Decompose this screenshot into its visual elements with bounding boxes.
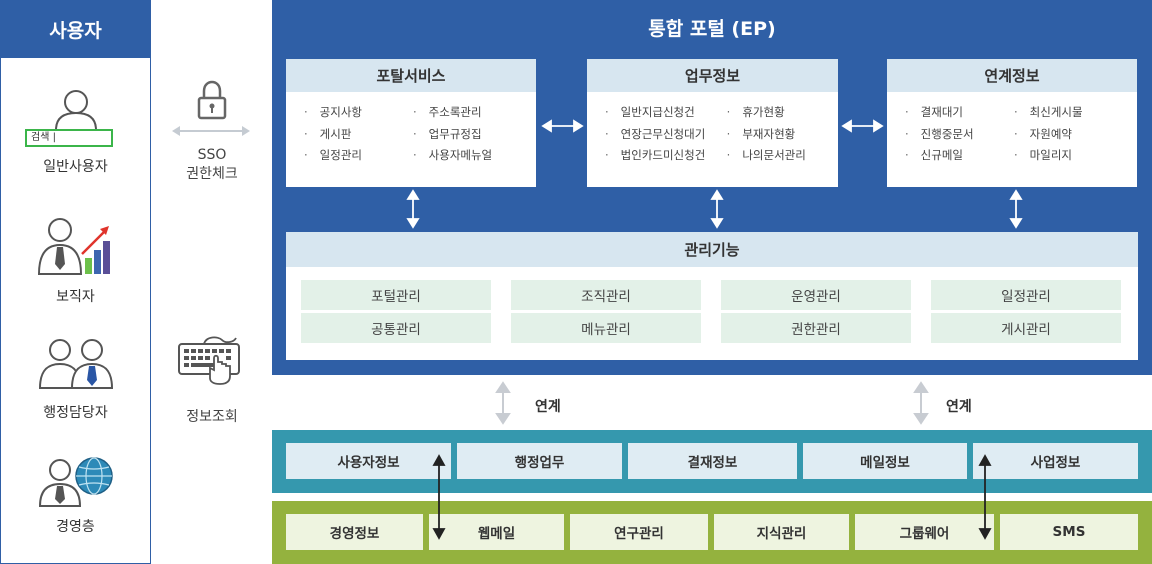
research-cell: 연구관리 — [570, 514, 708, 550]
info-lookup-label: 정보조회 — [186, 409, 238, 425]
mgmt-permission: 권한관리 — [721, 313, 911, 343]
mgmt-organization: 조직관리 — [511, 280, 701, 310]
list-item: 게시판 — [304, 124, 413, 146]
list-item: 사용자메뉴얼 — [413, 145, 522, 167]
list-item: 마일리지 — [1014, 145, 1123, 167]
manager-icon — [37, 218, 110, 275]
executive-label: 경영층 — [56, 519, 95, 535]
approval-info-cell: 결재정보 — [628, 443, 797, 479]
list-item: 나의문서관리 — [727, 145, 824, 167]
manager-label: 보직자 — [56, 289, 95, 305]
list-item: 휴가현황 — [727, 102, 824, 124]
knowledge-cell: 지식관리 — [714, 514, 849, 550]
mgmt-board: 게시관리 — [931, 313, 1121, 343]
sso-label: SSO — [197, 147, 227, 163]
list-item: 법인카드미신청건 — [605, 145, 727, 167]
list-item: 일반지급신청건 — [605, 102, 727, 124]
list-item: 자원예약 — [1014, 124, 1123, 146]
admin-staff-label: 행정담당자 — [43, 405, 108, 421]
permission-check-label: 권한체크 — [186, 166, 238, 182]
portal-service-title: 포탈서비스 — [286, 59, 536, 92]
list-item: 일정관리 — [304, 145, 413, 167]
link-label-left: 연계 — [535, 399, 561, 415]
mgmt-operation: 운영관리 — [721, 280, 911, 310]
management-info-cell: 경영정보 — [286, 514, 423, 550]
business-info-card: 업무정보 일반지급신청건 연장근무신청대기 법인카드미신청건 휴가현황 부재자현… — [587, 59, 838, 187]
business-info-list-1: 일반지급신청건 연장근무신청대기 법인카드미신청건 — [605, 102, 727, 167]
list-item: 연장근무신청대기 — [605, 124, 727, 146]
linked-info-title: 연계정보 — [887, 59, 1137, 92]
business-info-list-2: 휴가현황 부재자현황 나의문서관리 — [727, 102, 824, 167]
admin-work-cell: 행정업무 — [457, 443, 622, 479]
admin-staff-icon — [38, 339, 114, 389]
keyboard-icon — [178, 336, 240, 385]
management-title: 관리기능 — [286, 232, 1138, 267]
link-label-right: 연계 — [946, 399, 972, 415]
list-item: 업무규정집 — [413, 124, 522, 146]
groupware-cell: 그룹웨어 — [855, 514, 994, 550]
user-info-cell: 사용자정보 — [286, 443, 451, 479]
portal-service-list-1: 공지사항 게시판 일정관리 — [304, 102, 413, 167]
list-item: 신규메일 — [905, 145, 1014, 167]
project-info-cell: 사업정보 — [973, 443, 1138, 479]
list-item: 주소록관리 — [413, 102, 522, 124]
mgmt-menu: 메뉴관리 — [511, 313, 701, 343]
mail-info-cell: 메일정보 — [803, 443, 967, 479]
portal-service-list-2: 주소록관리 업무규정집 사용자메뉴얼 — [413, 102, 522, 167]
linked-info-list-1: 결재대기 진행중문서 신규메일 — [905, 102, 1014, 167]
portal-service-card: 포탈서비스 공지사항 게시판 일정관리 주소록관리 업무규정집 사용자메뉴얼 — [286, 59, 536, 187]
list-item: 공지사항 — [304, 102, 413, 124]
search-box: 검색 | — [25, 129, 113, 147]
ep-portal-title: 통합 포털 (EP) — [648, 18, 776, 40]
mgmt-schedule: 일정관리 — [931, 280, 1121, 310]
mgmt-portal: 포털관리 — [301, 280, 491, 310]
list-item: 결재대기 — [905, 102, 1014, 124]
business-info-title: 업무정보 — [587, 59, 838, 92]
linked-info-list-2: 최신게시물 자원예약 마일리지 — [1014, 102, 1123, 167]
lock-icon — [197, 80, 227, 120]
general-user-label: 일반사용자 — [43, 159, 108, 175]
list-item: 최신게시물 — [1014, 102, 1123, 124]
sso-arrow-icon — [172, 126, 250, 136]
mgmt-common: 공통관리 — [301, 313, 491, 343]
list-item: 부재자현황 — [727, 124, 824, 146]
linked-info-card: 연계정보 결재대기 진행중문서 신규메일 최신게시물 자원예약 마일리지 — [887, 59, 1137, 187]
executive-icon — [38, 457, 113, 507]
users-header: 사용자 — [0, 0, 151, 58]
sms-cell: SMS — [1000, 514, 1138, 550]
list-item: 진행중문서 — [905, 124, 1014, 146]
webmail-cell: 웹메일 — [429, 514, 564, 550]
general-user-icon — [55, 90, 97, 130]
